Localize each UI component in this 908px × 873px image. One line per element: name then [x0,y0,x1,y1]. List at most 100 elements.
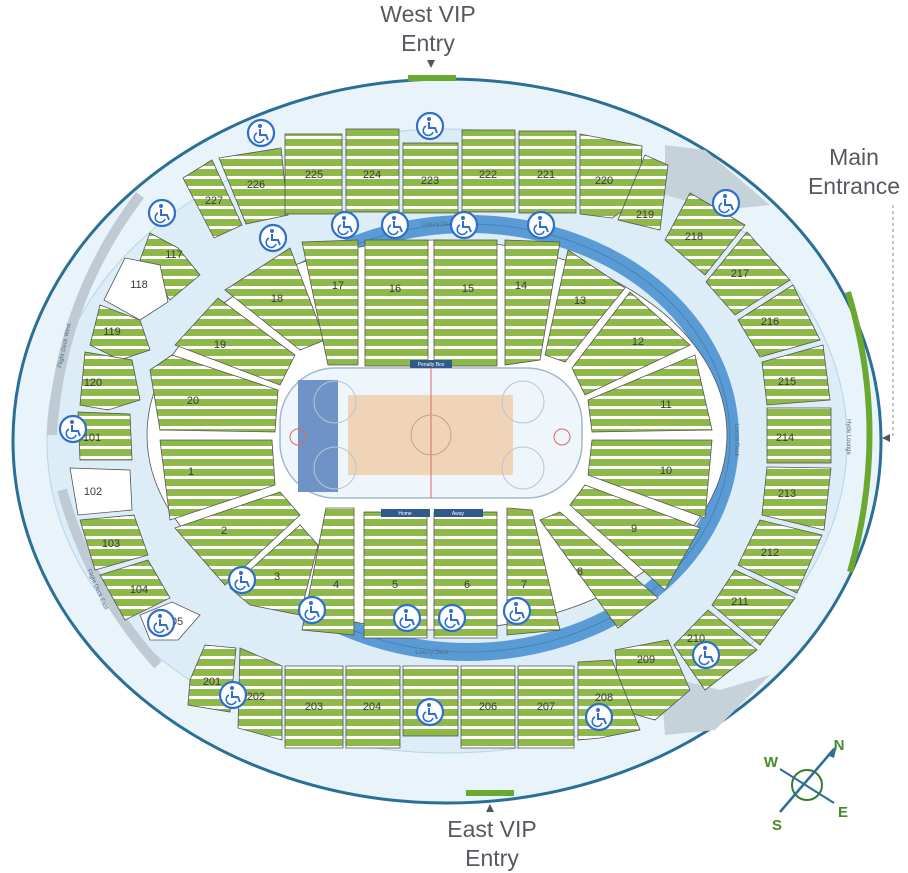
lower-right-sections [539,354,713,629]
wheelchair-icon[interactable] [297,595,327,625]
west-vip-entry-marker[interactable] [408,75,456,81]
section-1[interactable] [159,439,276,521]
section-215[interactable] [761,344,831,406]
faceoff-circle-left-bottom [313,446,357,490]
label-4: 4 [333,579,339,591]
compass-rose: N S E W [764,737,848,834]
section-203[interactable] [284,665,344,749]
wheelchair-icon[interactable] [526,210,556,240]
home-bench[interactable] [381,509,430,517]
label-203: 203 [305,701,323,713]
wheelchair-icon[interactable] [218,680,248,710]
label-215: 215 [778,376,796,388]
east-vip-entry-marker[interactable] [466,790,514,796]
label-208: 208 [595,692,613,704]
section-221[interactable] [518,130,577,214]
section-224[interactable] [345,128,400,213]
label-202: 202 [247,691,265,703]
wheelchair-icon[interactable] [415,111,445,141]
wheelchair-icon[interactable] [691,640,721,670]
wheelchair-icon[interactable] [449,210,479,240]
section-13[interactable] [544,249,626,363]
label-207: 207 [537,701,555,713]
section-10[interactable] [587,439,713,519]
east-vip-line2: Entry [465,845,519,871]
wheelchair-icon[interactable] [584,702,614,732]
section-104[interactable] [99,559,171,621]
section-120[interactable] [79,351,141,411]
wheelchair-icon[interactable] [330,210,360,240]
section-8[interactable] [539,511,659,629]
wheelchair-icon[interactable] [392,603,422,633]
wheelchair-icon[interactable] [146,608,176,638]
section-117[interactable] [139,232,201,301]
wheelchair-icon[interactable] [415,697,445,727]
label-104: 104 [130,584,148,596]
section-101[interactable] [77,411,133,461]
section-217[interactable] [705,231,791,316]
section-17[interactable] [301,239,359,366]
stage-area [298,380,338,492]
section-20[interactable] [149,354,279,433]
section-12[interactable] [571,291,691,396]
section-11[interactable] [587,354,713,433]
wheelchair-icon[interactable] [58,414,88,444]
label-5: 5 [392,579,398,591]
label-221: 221 [537,169,555,181]
wheelchair-icon[interactable] [227,565,257,595]
section-219[interactable] [617,154,669,231]
label-218: 218 [685,231,703,243]
section-102[interactable] [69,467,133,516]
section-2[interactable] [174,491,301,586]
section-226[interactable] [218,147,289,225]
label-2: 2 [221,525,227,537]
section-204[interactable] [345,665,401,749]
west-vip-line1: West VIP [380,1,476,27]
section-14[interactable] [504,239,561,366]
section-19[interactable] [174,297,296,386]
section-15[interactable] [433,239,498,367]
section-211[interactable] [711,569,796,646]
label-120: 120 [84,377,102,389]
section-216[interactable] [737,284,821,358]
wheelchair-icons [58,111,741,732]
east-vip-arrow [486,804,494,812]
section-225[interactable] [284,133,343,215]
label-13: 13 [574,295,586,307]
section-227[interactable] [182,159,243,239]
section-3[interactable] [229,524,319,616]
main-entrance-line2: Entrance [807,173,901,199]
away-bench[interactable] [434,509,483,517]
section-213[interactable] [761,466,832,531]
section-223[interactable] [402,142,459,214]
wheelchair-icon[interactable] [246,118,276,148]
wheelchair-icon[interactable] [711,188,741,218]
label-212: 212 [761,547,779,559]
section-222[interactable] [461,129,516,213]
section-9[interactable] [569,484,701,591]
penalty-box[interactable] [410,360,452,368]
flight-deck-east-band[interactable] [57,488,162,669]
main-entrance-marker[interactable] [845,291,873,573]
wheelchair-icon[interactable] [147,198,177,228]
section-206[interactable] [460,665,516,749]
label-216: 216 [761,316,779,328]
section-118[interactable] [103,257,169,321]
section-16[interactable] [364,239,429,367]
section-207[interactable] [517,665,575,749]
label-6: 6 [464,579,470,591]
section-labels: 227 226 225 224 223 222 221 220 219 218 … [83,169,796,713]
section-103[interactable] [79,514,149,571]
lower-top-sections [224,239,691,396]
wheelchair-icon[interactable] [437,603,467,633]
wheelchair-icon[interactable] [380,210,410,240]
west-vip-arrow [427,60,435,68]
section-212[interactable] [737,519,823,594]
section-119[interactable] [89,304,151,361]
section-214[interactable] [766,407,832,464]
label-219: 219 [636,209,654,221]
flight-deck-west-band[interactable] [47,191,144,436]
wheelchair-icon[interactable] [502,596,532,626]
wheelchair-icon[interactable] [258,223,288,253]
